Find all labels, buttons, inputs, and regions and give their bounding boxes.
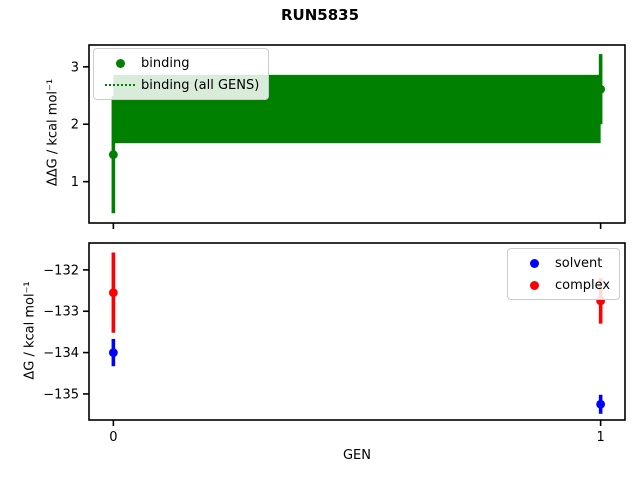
binding-dot-icon — [99, 58, 141, 68]
legend-item-binding: binding — [99, 52, 259, 74]
y-tick-label: −132 — [43, 263, 79, 278]
binding-data-point — [108, 150, 118, 160]
axes-frame — [88, 242, 626, 421]
legend-item-solvent: solvent — [513, 252, 610, 274]
solvent-data-point — [596, 399, 606, 409]
y-tick-label: 1 — [71, 175, 79, 190]
y-tick-label: 3 — [71, 60, 79, 75]
complex-dot-icon — [513, 280, 555, 290]
x-tick-label: 0 — [109, 430, 117, 445]
y-tick-label: −135 — [43, 387, 79, 402]
dotted-line-icon — [99, 84, 141, 86]
y-tick-label: −134 — [43, 346, 79, 361]
bottom-y-axis-label: ΔG / kcal mol⁻¹ — [22, 281, 38, 380]
x-axis-label: GEN — [342, 448, 371, 463]
axes-frame — [88, 44, 626, 224]
figure-title: RUN5835 — [280, 6, 360, 24]
top-y-axis-label: ΔΔG / kcal mol⁻¹ — [45, 78, 61, 187]
legend-label: solvent — [555, 255, 603, 271]
y-tick-label: −133 — [43, 305, 79, 320]
y-tick-label: 2 — [71, 118, 79, 133]
top-plot-legend: binding binding (all GENS) — [93, 48, 270, 100]
bottom-plot-legend: solvent complex — [507, 248, 621, 300]
x-tick-label: 1 — [596, 430, 604, 445]
legend-item-complex: complex — [513, 274, 610, 296]
binding-data-point — [596, 84, 606, 94]
legend-label: binding (all GENS) — [141, 77, 260, 93]
complex-data-point — [108, 288, 118, 298]
legend-label: binding — [141, 55, 190, 71]
solvent-data-point — [108, 348, 118, 357]
legend-label: complex — [555, 277, 611, 293]
solvent-dot-icon — [513, 258, 555, 268]
legend-item-binding-all-gens: binding (all GENS) — [99, 74, 259, 96]
